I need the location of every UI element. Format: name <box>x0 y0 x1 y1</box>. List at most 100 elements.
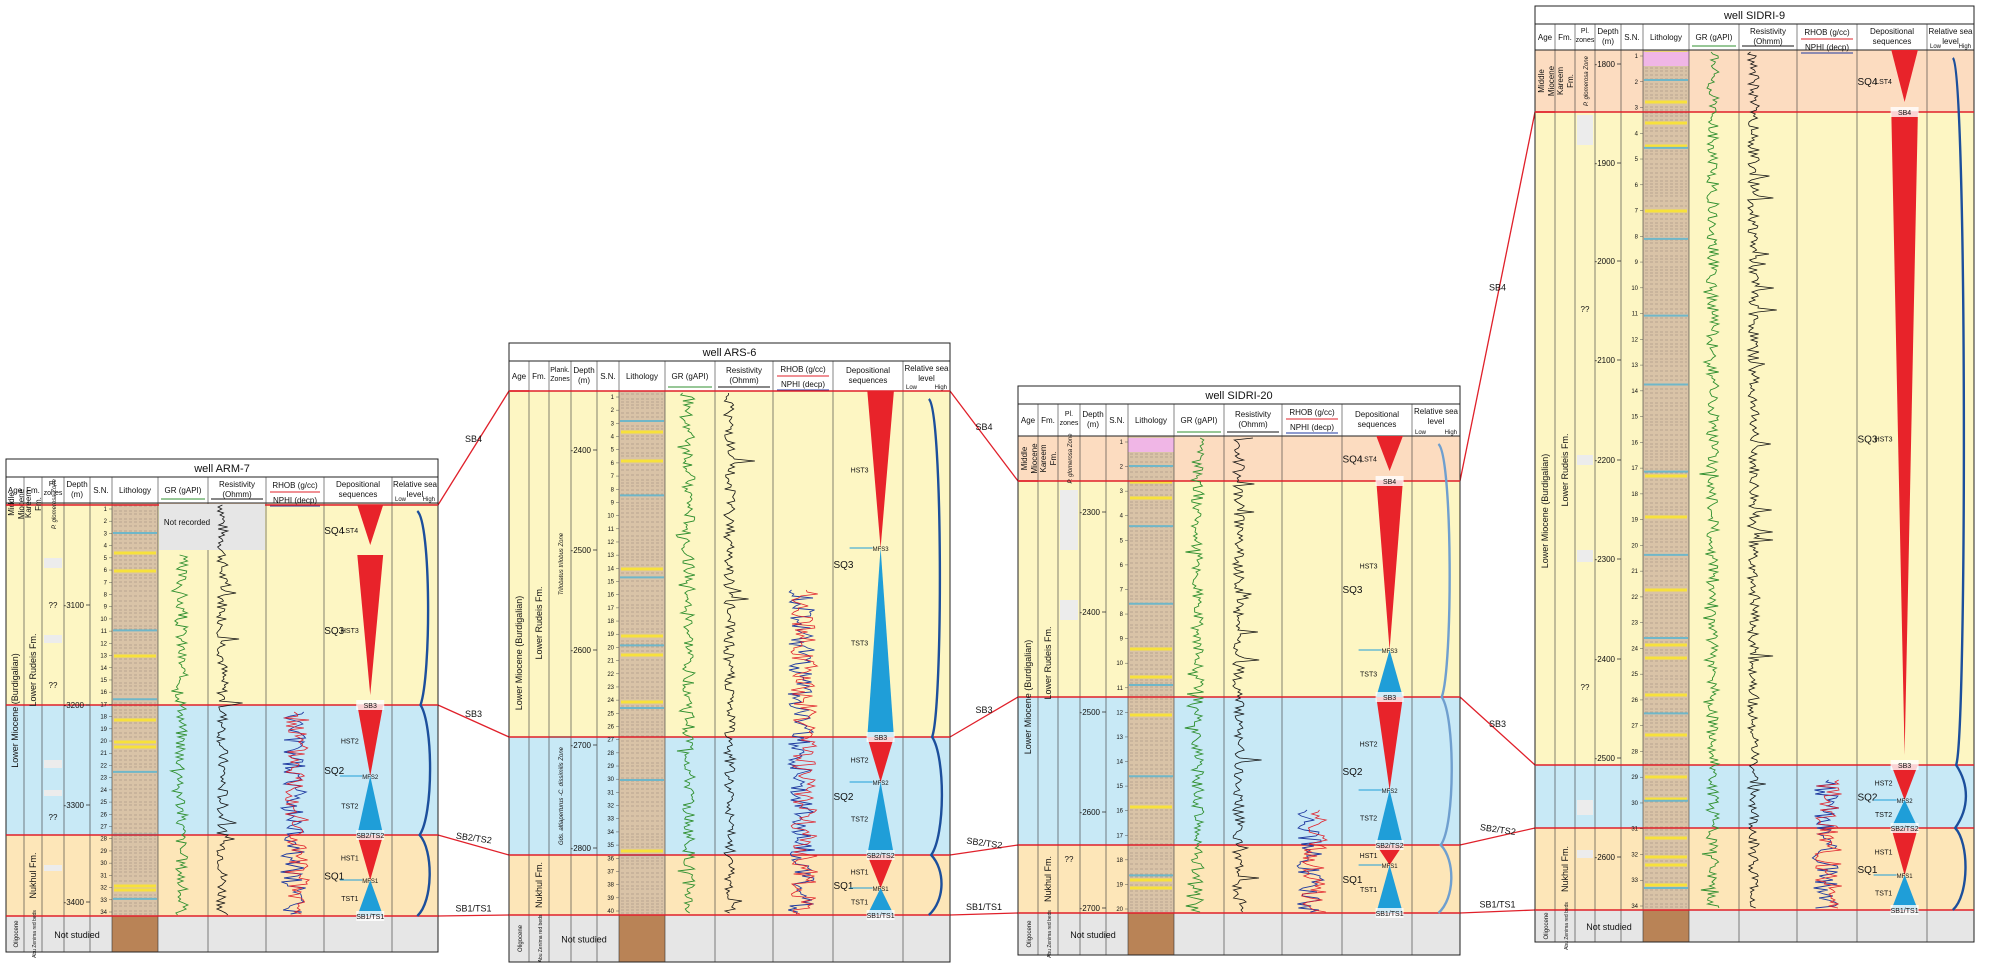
nphi-curve <box>279 711 308 915</box>
fm-header: Fm. <box>1041 416 1055 425</box>
sb1-correlation <box>437 914 510 917</box>
sn-header: S.N. <box>93 486 109 495</box>
tract-label: LST4 <box>1875 79 1892 86</box>
well-title: well SIDRI-9 <box>1723 10 1785 22</box>
zones-header-2: zones <box>44 490 63 497</box>
mfs-label: MFS2 <box>1382 789 1399 795</box>
lower-rudeis-label: Lower Rudeis Fm. <box>534 586 544 659</box>
sea-level-header: Relative sea <box>393 480 438 489</box>
sample-number: 4 <box>1635 131 1639 137</box>
uncertain-zone-mark: ?? <box>1581 683 1590 692</box>
sample-number: 14 <box>607 566 614 572</box>
tract-label: TST2 <box>1360 816 1377 823</box>
sample-number: 29 <box>1631 775 1638 781</box>
not-studied-band <box>1018 913 1460 955</box>
sample-number: 11 <box>608 527 615 533</box>
transgressive-triangle <box>1376 650 1403 697</box>
tract-label: HST1 <box>851 870 869 877</box>
sample-number: 18 <box>1116 858 1123 864</box>
transgressive-triangle <box>867 782 894 855</box>
sample-number: 31 <box>100 873 107 879</box>
lithology-column <box>112 503 158 916</box>
sample-number: 7 <box>1120 587 1124 593</box>
sample-number: 20 <box>607 645 614 651</box>
sample-number: 18 <box>1631 492 1638 498</box>
depth-header: Depth <box>66 480 87 489</box>
kareem-label-2: Fm. <box>1049 452 1058 466</box>
sea-level-curve <box>416 510 432 917</box>
sample-number: 14 <box>1116 760 1123 766</box>
gr-header: GR (gAPI) <box>1696 33 1733 42</box>
nukhul-label: Nukhul Fm. <box>534 862 544 908</box>
sample-number: 17 <box>607 606 614 612</box>
sample-number: 14 <box>100 666 107 672</box>
depth-unit: (m) <box>578 376 590 385</box>
gr-header: GR (gAPI) <box>165 486 202 495</box>
boundary-label-bg <box>356 911 385 921</box>
gap-block <box>44 558 62 568</box>
gap-block <box>1577 850 1593 858</box>
rhob-curve <box>790 589 819 915</box>
sample-number: 25 <box>607 711 614 717</box>
sample-number: 8 <box>1120 612 1124 618</box>
boundary-label-bg <box>1375 476 1404 486</box>
resistivity-unit: (Ohmm) <box>222 490 252 499</box>
sb1-correlation-label: SB1/TS1 <box>455 904 491 914</box>
sample-number: 10 <box>1116 661 1123 667</box>
zones-header: Pl. <box>49 481 57 488</box>
sample-number: 11 <box>1632 312 1639 318</box>
sequence-label-sq1: SQ1 <box>324 872 344 883</box>
sample-number: 27 <box>100 825 107 831</box>
oligocene-label: Oligocene <box>1544 912 1550 940</box>
well-frame <box>508 342 951 963</box>
nphi-curve <box>1296 809 1325 913</box>
depth-label: -2600 <box>1595 853 1616 862</box>
well-title: well ARM-7 <box>193 463 250 475</box>
sample-number: 1 <box>611 395 615 401</box>
tract-label: TST2 <box>851 817 868 824</box>
transgressive-triangle <box>1891 800 1918 828</box>
sample-number: 27 <box>1631 724 1638 730</box>
lower-miocene-label: Lower Miocene (Burdigalian) <box>10 653 20 768</box>
age-header: Age <box>1538 33 1553 42</box>
sample-number: 10 <box>100 617 107 623</box>
boundary-label-bg <box>1375 840 1404 850</box>
sample-number: 30 <box>100 861 107 867</box>
sample-number: 32 <box>100 886 107 892</box>
mfs-label: MFS1 <box>362 879 379 885</box>
depth-header: Depth <box>573 366 594 375</box>
mfs-label: MFS2 <box>873 781 890 787</box>
age-header: Age <box>512 372 527 381</box>
zones-header: Plank. <box>550 367 570 374</box>
sample-number: 9 <box>1120 637 1124 643</box>
resistivity-unit: (Ohmm) <box>1238 420 1268 429</box>
sample-number: 3 <box>611 421 615 427</box>
sb1-correlation <box>949 912 1019 916</box>
sb2-correlation <box>949 844 1019 856</box>
sample-number: 21 <box>100 751 107 757</box>
boundary-label-bg <box>866 732 895 742</box>
depositional-header: Depositional <box>1870 27 1914 36</box>
sequence-label-sq4: SQ4 <box>1857 77 1877 88</box>
nukhul-label: Nukhul Fm. <box>28 852 38 898</box>
highstand-triangle <box>357 505 384 545</box>
not-recorded-label: Not recorded <box>164 518 210 527</box>
kareem-label-2: Fm. <box>1566 74 1575 88</box>
sample-number: 3 <box>1635 106 1639 112</box>
middle-miocene-label-2: Miocene <box>1030 443 1039 474</box>
nphi-header: NPHI (decp) <box>273 496 317 505</box>
sequence-label-sq2: SQ2 <box>1857 793 1877 804</box>
sea-level-curve <box>1951 57 1968 911</box>
sb2-correlation <box>1459 827 1536 846</box>
kareem-label: Kareem <box>24 490 33 518</box>
highstand-triangle <box>357 555 384 695</box>
gap-block <box>44 760 62 768</box>
depth-label: -2000 <box>1595 257 1616 266</box>
tract-label: TST1 <box>341 896 358 903</box>
glomerosa-zone-label: P. glomerosa Zone <box>52 478 58 529</box>
gap-block <box>44 635 62 643</box>
highstand-triangle <box>867 855 894 888</box>
middle-miocene-label: Middle <box>1020 446 1029 470</box>
gr-curve <box>675 392 697 914</box>
red-beds-lithology <box>619 915 665 962</box>
